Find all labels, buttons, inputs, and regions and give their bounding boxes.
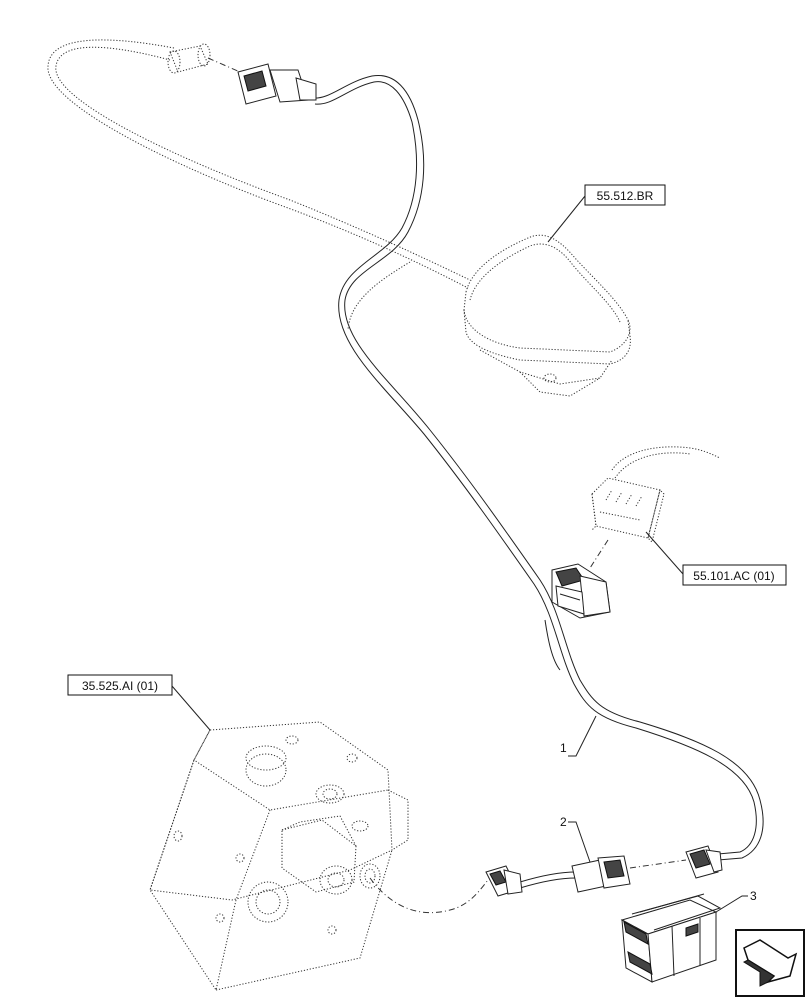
valve-cable-axis: [369, 877, 489, 914]
ref-label-mid: 55.101.AC (01): [693, 569, 774, 583]
main-harness: [311, 74, 764, 861]
leader-1: [568, 715, 597, 757]
ghost-cable-left-2: [47, 39, 469, 289]
orientation-arrow-icon: [735, 929, 805, 997]
relay-plug: [551, 563, 611, 619]
ref-label-top: 55.512.BR: [597, 189, 654, 203]
relay-axis: [589, 539, 609, 569]
ghost-cable-left: [55, 46, 471, 281]
top-connector-ghost: [167, 43, 211, 74]
harness-end-connector: [685, 845, 723, 879]
callout-3: 3: [750, 889, 757, 903]
leader-mid: [645, 531, 684, 575]
jumper-harness: [485, 855, 631, 897]
valve-block-ghost: [149, 721, 409, 992]
callout-1: 1: [560, 741, 567, 755]
top-connector: [237, 63, 317, 105]
control-box-ghost: [463, 234, 631, 397]
relay-ghost: [591, 446, 721, 543]
connector-axis: [207, 57, 241, 73]
callout-2: 2: [560, 815, 567, 829]
leader-3: [715, 895, 748, 913]
leader-left: [171, 685, 211, 731]
ghost-cable-inner: [347, 261, 411, 331]
ref-label-left: 35.525.AI (01): [82, 679, 158, 693]
ref-box-left[interactable]: 35.525.AI (01): [67, 674, 173, 696]
jumper-axis: [629, 859, 687, 869]
ref-box-mid[interactable]: 55.101.AC (01): [682, 564, 787, 586]
leader-2: [568, 821, 591, 863]
leader-top: [547, 195, 586, 243]
ref-box-top[interactable]: 55.512.BR: [584, 184, 666, 206]
kit-box: [620, 893, 722, 983]
